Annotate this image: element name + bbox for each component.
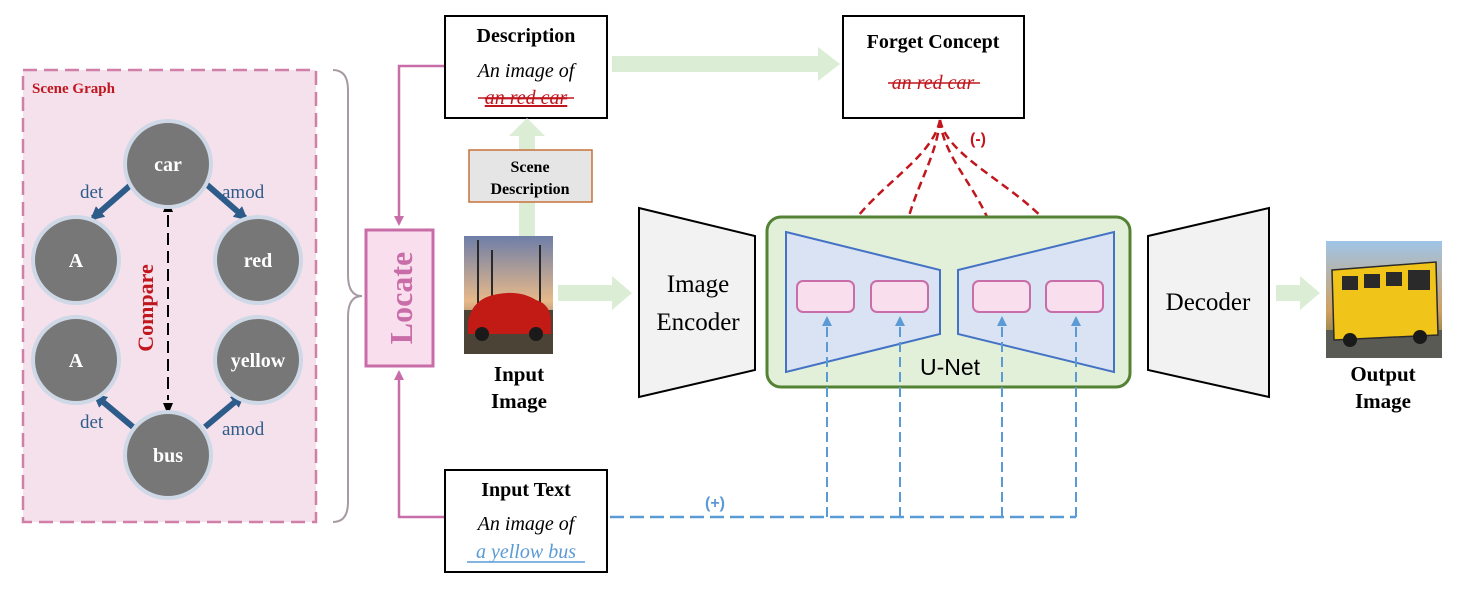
negative-sign-label: (-) bbox=[970, 131, 986, 148]
output-image-label-line1: Output bbox=[1350, 362, 1415, 386]
locate-box bbox=[364, 228, 435, 368]
edge-amod-bottom bbox=[203, 393, 246, 430]
input-image-label-line2: Image bbox=[491, 389, 547, 413]
output-image-label-line2: Image bbox=[1355, 389, 1411, 413]
decoder: Decoder bbox=[1147, 206, 1270, 399]
input-image-wheel1 bbox=[475, 327, 489, 341]
scene-description-line2: Description bbox=[490, 181, 569, 198]
edge-amod-top bbox=[203, 180, 249, 221]
node-red bbox=[213, 215, 303, 305]
output-image-wheel1 bbox=[1343, 333, 1357, 347]
input-text-title: Input Text bbox=[481, 479, 571, 501]
unet-block-4 bbox=[1045, 280, 1104, 313]
unet-label: U-Net bbox=[920, 354, 981, 380]
scene-description-frame bbox=[468, 149, 593, 203]
output-image-wheel2 bbox=[1413, 330, 1427, 344]
output-image-window1 bbox=[1342, 276, 1358, 290]
input-image-wheel2 bbox=[529, 327, 543, 341]
node-car bbox=[123, 119, 213, 209]
arrow-image-to-encoder bbox=[558, 276, 632, 310]
forget-concept-frame bbox=[842, 15, 1025, 119]
image-encoder-label-line2: Encoder bbox=[656, 309, 740, 336]
neg-arrow-1 bbox=[825, 119, 942, 279]
description-box: Description An image of an red car bbox=[444, 15, 608, 119]
connector-inputtext-locate bbox=[394, 370, 445, 519]
input-image-label-line1: Input bbox=[494, 362, 544, 386]
node-car-label: car bbox=[154, 154, 182, 176]
locate-label: Locate bbox=[383, 252, 419, 344]
description-line1: An image of bbox=[476, 60, 577, 82]
edge-amod-top-label: amod bbox=[222, 182, 265, 203]
image-encoder: Image Encoder bbox=[638, 206, 756, 399]
output-image-window3 bbox=[1386, 272, 1402, 286]
input-text-frame bbox=[444, 469, 608, 573]
unet-block-1 bbox=[796, 280, 855, 313]
forget-concept-box: Forget Concept an red car bbox=[842, 15, 1025, 119]
scene-graph-panel: Scene Graph Compare car A red A yellow b… bbox=[21, 68, 318, 524]
node-a-bottom bbox=[31, 315, 121, 405]
input-text-line1: An image of bbox=[476, 513, 577, 535]
input-text-box: Input Text An image of a yellow bus bbox=[444, 469, 608, 573]
edge-det-top-label: det bbox=[80, 182, 104, 203]
node-red-label: red bbox=[244, 250, 273, 272]
node-a-bottom-label: A bbox=[69, 350, 84, 372]
compare-label: Compare bbox=[133, 264, 158, 352]
input-image bbox=[464, 236, 553, 354]
locate-block: Locate bbox=[364, 228, 435, 368]
image-encoder-shape bbox=[638, 206, 756, 399]
description-title: Description bbox=[477, 25, 576, 47]
output-image-window4 bbox=[1408, 270, 1430, 290]
connector-description-locate bbox=[394, 64, 445, 226]
edge-det-bottom-label: det bbox=[80, 412, 104, 433]
grouping-brace bbox=[332, 69, 363, 523]
decoder-shape bbox=[1147, 206, 1270, 399]
scene-description-line1: Scene bbox=[510, 159, 549, 176]
forget-concept-title: Forget Concept bbox=[867, 31, 1000, 53]
arrow-description-to-forget bbox=[612, 47, 840, 81]
output-image bbox=[1326, 241, 1442, 358]
image-encoder-label-line1: Image bbox=[667, 271, 729, 298]
positive-sign-label: (+) bbox=[705, 495, 725, 512]
node-bus bbox=[123, 410, 213, 500]
arrow-decoder-to-output bbox=[1276, 276, 1320, 310]
input-text-line2: a yellow bus bbox=[476, 541, 576, 563]
decoder-label: Decoder bbox=[1166, 289, 1251, 316]
output-image-window2 bbox=[1364, 274, 1380, 288]
node-a-top bbox=[31, 215, 121, 305]
compare-arrowhead-down bbox=[163, 403, 173, 415]
description-frame bbox=[444, 15, 608, 119]
scene-graph-title: Scene Graph bbox=[32, 81, 116, 97]
unet-encoder-trapezoid bbox=[785, 230, 941, 374]
edge-amod-bottom-label: amod bbox=[222, 419, 265, 440]
positive-guidance-arrows bbox=[610, 316, 1081, 519]
edge-det-top bbox=[89, 180, 135, 221]
node-a-top-label: A bbox=[69, 250, 84, 272]
node-yellow-label: yellow bbox=[231, 350, 286, 372]
node-bus-label: bus bbox=[153, 445, 183, 467]
input-image-car bbox=[468, 292, 551, 334]
edge-det-bottom bbox=[92, 393, 135, 430]
node-yellow bbox=[213, 315, 303, 405]
unet-block-3 bbox=[972, 280, 1031, 313]
scene-description-box: Scene Description bbox=[468, 149, 593, 203]
unet-block-2 bbox=[870, 280, 929, 313]
